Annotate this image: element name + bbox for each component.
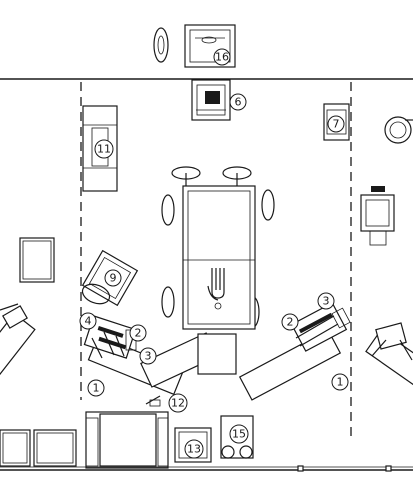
bottom-cabinet-1 <box>0 429 31 467</box>
robot-arm-right <box>290 302 351 352</box>
svg-text:4: 4 <box>85 315 92 328</box>
room-walls <box>0 78 413 472</box>
sterile-zone-lines <box>80 82 352 440</box>
svg-text:3: 3 <box>145 350 152 363</box>
svg-text:7: 7 <box>333 118 340 131</box>
svg-text:2: 2 <box>287 316 294 329</box>
svg-text:13: 13 <box>187 443 201 456</box>
callout-3-left: 3 <box>139 347 157 365</box>
bottom-cabinet-2 <box>33 429 77 467</box>
ring-lamp <box>384 116 413 144</box>
equipment-12-device <box>145 395 161 407</box>
callout-2-left: 2 <box>129 324 147 342</box>
ceiling-boom-base <box>140 332 237 388</box>
svg-text:2: 2 <box>135 327 142 340</box>
callout-12: 12 <box>168 393 188 413</box>
equipment-console-right <box>360 186 395 246</box>
callout-11: 11 <box>94 139 114 159</box>
equipment-left-cabinet <box>19 237 55 283</box>
svg-text:15: 15 <box>232 428 246 441</box>
callout-9: 9 <box>104 269 122 287</box>
equipment-6-anesthesia <box>191 79 231 121</box>
callout-2-right: 2 <box>281 313 299 331</box>
scrub-station <box>85 411 169 469</box>
svg-text:11: 11 <box>97 143 111 156</box>
callout-1-left: 1 <box>87 379 105 397</box>
svg-text:3: 3 <box>323 295 330 308</box>
callout-6: 6 <box>229 93 247 111</box>
instrument-arm-right <box>365 322 413 387</box>
svg-text:1: 1 <box>337 376 344 389</box>
callout-1-right: 1 <box>331 373 349 391</box>
instrument-arm-left <box>0 303 36 394</box>
callout-13: 13 <box>184 439 204 459</box>
equipment-15-cart <box>220 415 254 459</box>
svg-text:1: 1 <box>93 382 100 395</box>
operating-table <box>161 166 275 330</box>
callout-3-right: 3 <box>317 292 335 310</box>
svg-text:16: 16 <box>215 51 229 64</box>
ceiling-boom-right <box>238 329 342 401</box>
equipment-7-stool <box>323 103 350 141</box>
callout-4: 4 <box>79 312 97 330</box>
callout-16: 16 <box>213 48 231 66</box>
robot-arm-left <box>83 315 137 359</box>
callout-15: 15 <box>229 424 249 444</box>
callout-7: 7 <box>327 115 345 133</box>
svg-text:6: 6 <box>235 96 242 109</box>
equipment-16-cart <box>153 24 236 68</box>
svg-text:12: 12 <box>171 397 185 410</box>
svg-text:9: 9 <box>110 272 117 285</box>
